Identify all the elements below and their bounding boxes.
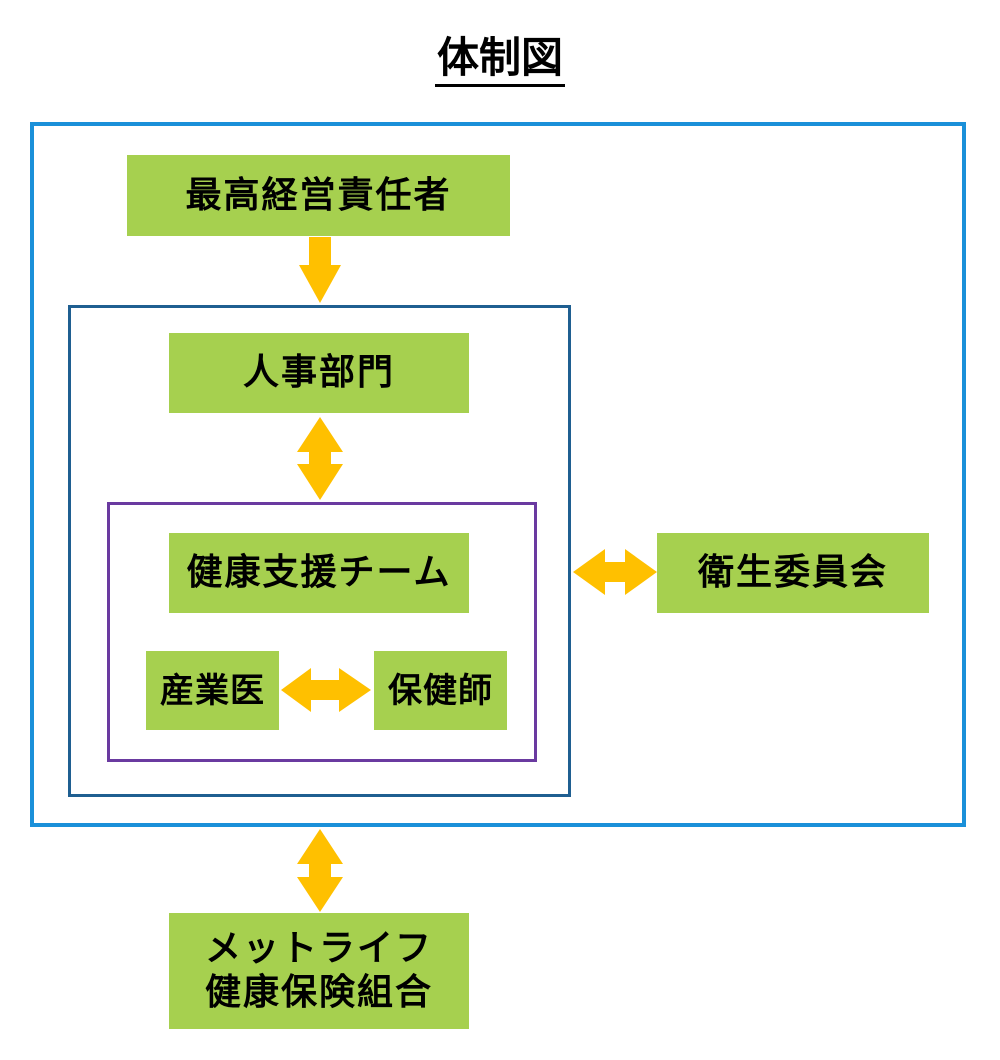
node-hr-department: 人事部門 — [169, 333, 469, 413]
organization-frame — [30, 122, 966, 827]
node-health-committee: 衛生委員会 — [657, 533, 929, 613]
hr-group-frame — [68, 305, 571, 797]
node-industrial-physician: 産業医 — [146, 651, 279, 730]
node-public-health-nurse: 保健師 — [374, 651, 507, 730]
diagram-title: 体制図 — [0, 30, 1000, 87]
node-top-management: 最高経営責任者 — [127, 155, 510, 236]
arrow-org-to-union — [297, 829, 343, 912]
node-health-support-team: 健康支援チーム — [169, 533, 469, 613]
health-support-team-frame — [107, 502, 537, 762]
node-health-insurance-union: メットライフ 健康保険組合 — [169, 913, 469, 1029]
